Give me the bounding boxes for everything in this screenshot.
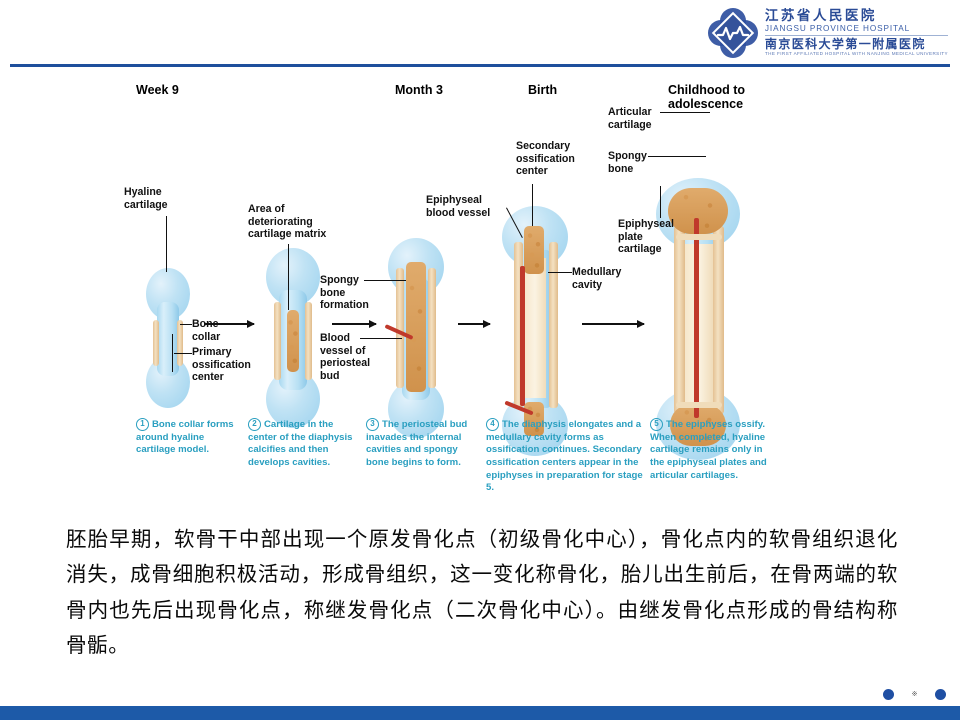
hospital-name-en: JIANGSU PROVINCE HOSPITAL — [764, 24, 911, 34]
stage4-secondary-ossification-center — [524, 226, 544, 274]
heartbeat-icon — [716, 25, 749, 41]
nav-dot-previous[interactable] — [883, 689, 894, 700]
nav-page-marker[interactable]: ※ — [908, 689, 921, 700]
progress-arrow-4 — [582, 320, 645, 327]
hospital-logo-text: 江苏省人民医院 JIANGSU PROVINCE HOSPITAL 南京医科大学… — [764, 7, 948, 57]
leader-primary-ossification-center — [174, 353, 192, 355]
caption-number-2: 2 — [248, 418, 261, 431]
progress-arrow-2 — [332, 320, 377, 327]
affiliate-name-en: THE FIRST AFFILIATED HOSPITAL WITH NANJI… — [764, 50, 948, 56]
stage1-bone-collar-left — [153, 320, 159, 366]
stage-heading-birth: Birth — [528, 83, 558, 97]
leader-articular-cartilage — [660, 112, 710, 114]
leader-epiphyseal-plate-cartilage — [660, 186, 662, 218]
bone-stage-4 — [496, 206, 576, 456]
progress-arrow-1 — [204, 320, 255, 327]
bone-stage-3 — [382, 238, 450, 438]
caption-text-2: Cartilage in the center of the diaphysis… — [248, 419, 353, 468]
bracket-primary-ossification-center — [172, 334, 174, 372]
callout-articular-cartilage: Articular cartilage — [608, 106, 652, 131]
leader-deteriorating-matrix — [288, 244, 290, 310]
callout-spongy-bone-formation: Spongy bone formation — [320, 274, 369, 311]
affiliate-name-cn: 南京医科大学第一附属医院 — [764, 37, 926, 52]
stage2-calcified-matrix — [287, 310, 299, 372]
slide-header: 江苏省人民医院 JIANGSU PROVINCE HOSPITAL 南京医科大学… — [0, 0, 960, 67]
callout-deteriorating-matrix: Area of deteriorating cartilage matrix — [248, 203, 327, 240]
stage3-bone-collar-left — [396, 268, 404, 388]
stage2-bone-collar-left — [274, 302, 281, 380]
stage5-medullary-cavity — [685, 244, 713, 402]
caption-text-4: The diaphysis elongates and a medullary … — [486, 419, 643, 494]
stage5-nutrient-artery — [694, 218, 699, 418]
callout-spongy-bone: Spongy bone — [608, 150, 647, 175]
stage1-bone-collar-right — [177, 320, 183, 366]
stage3-spongy-bone — [406, 262, 426, 392]
leader-blood-vessel-periosteal-bud — [360, 338, 402, 340]
stage-heading-month3: Month 3 — [395, 83, 443, 97]
bone-stage-1 — [142, 268, 194, 408]
leader-secondary-ossification-center — [532, 184, 534, 226]
hospital-logo: 江苏省人民医院 JIANGSU PROVINCE HOSPITAL 南京医科大学… — [707, 6, 948, 60]
callout-medullary-cavity: Medullary cavity — [572, 266, 622, 291]
endochondral-ossification-figure: Week 9 Month 3 Birth Childhood to adoles… — [120, 78, 800, 518]
caption-text-3: The periosteal bud inavades the internal… — [366, 419, 468, 468]
stage3-bone-collar-right — [428, 268, 436, 388]
callout-bone-collar: Bone collar — [192, 318, 221, 343]
stage-heading-week9: Week 9 — [136, 83, 179, 97]
callout-epiphyseal-blood-vessel: Epiphyseal blood vessel — [426, 194, 491, 219]
stage4-compact-bone-left — [514, 242, 523, 408]
callout-epiphyseal-plate-cartilage: Epiphyseal plate cartilage — [618, 218, 674, 255]
stage-headings: Week 9 Month 3 Birth Childhood to adoles… — [120, 78, 800, 111]
leader-medullary-cavity — [548, 272, 572, 274]
stage5-distal-epiphyseal-plate — [676, 402, 722, 408]
stage2-bone-collar-right — [305, 302, 312, 380]
stage-heading-childhood: Childhood to adolescence — [668, 83, 746, 111]
stage1-diaphysis — [157, 302, 179, 376]
caption-number-1: 1 — [136, 418, 149, 431]
callout-secondary-ossification-center: Secondary ossification center — [516, 140, 575, 177]
stage5-compact-bone-right — [713, 226, 724, 414]
progress-arrow-3 — [458, 320, 491, 327]
caption-number-4: 4 — [486, 418, 499, 431]
bone-stage-5 — [650, 178, 748, 460]
stage5-compact-bone-left — [674, 226, 685, 414]
nav-dot-next[interactable] — [935, 689, 946, 700]
stage4-medullary-cavity — [524, 258, 546, 398]
logo-divider — [764, 35, 948, 37]
footer-bar — [0, 706, 960, 720]
page-navigation-dots[interactable]: ※ — [883, 689, 946, 700]
leader-spongy-bone-formation — [364, 280, 406, 282]
caption-text-1: Bone collar forms around hyaline cartila… — [136, 419, 234, 456]
leader-hyaline-cartilage — [166, 216, 168, 272]
caption-text-5: The epiphyses ossify. When completed, hy… — [650, 419, 767, 481]
leader-bone-collar — [180, 324, 192, 326]
header-divider-rule — [10, 64, 950, 67]
caption-number-3: 3 — [366, 418, 379, 431]
leader-spongy-bone — [648, 156, 706, 158]
hospital-logo-mark — [707, 8, 758, 58]
caption-number-5: 5 — [650, 418, 663, 431]
stage4-compact-bone-right — [549, 242, 558, 408]
stage5-proximal-epiphyseal-plate — [676, 234, 722, 240]
bone-stage-2 — [262, 248, 324, 428]
slide-body-paragraph: 胚胎早期，软骨干中部出现一个原发骨化点（初级骨化中心），骨化点内的软骨组织退化消… — [66, 527, 898, 657]
stage4-nutrient-vessel — [520, 266, 525, 406]
callout-blood-vessel-periosteal-bud: Blood vessel of periosteal bud — [320, 332, 371, 382]
callout-primary-ossification-center: Primary ossification center — [192, 346, 251, 383]
callout-hyaline-cartilage: Hyaline cartilage — [124, 186, 168, 211]
hospital-name-cn: 江苏省人民医院 — [764, 7, 877, 24]
